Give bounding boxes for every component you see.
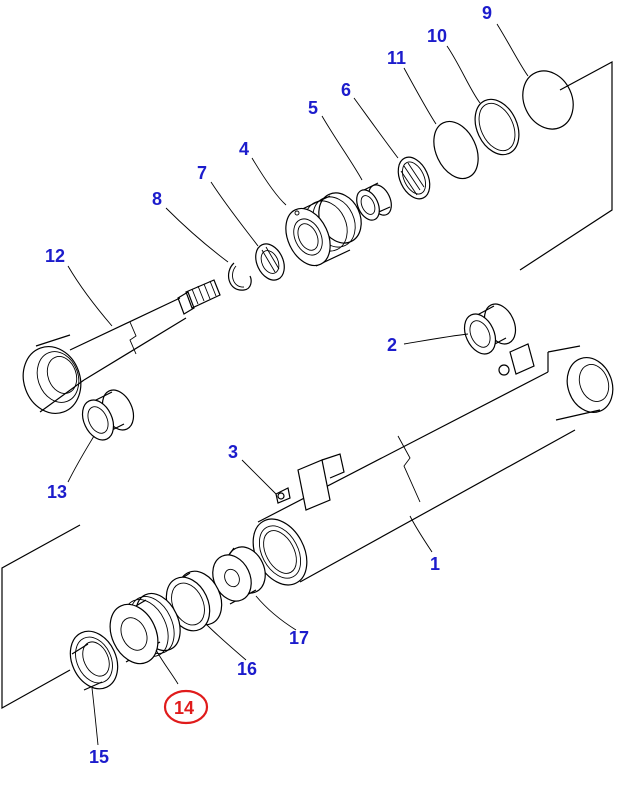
leader-1 <box>409 515 433 553</box>
label-13: 13 <box>47 482 67 502</box>
label-14: 14 <box>174 698 194 718</box>
part-3-grease-fitting <box>275 487 291 504</box>
leader-13 <box>67 435 95 483</box>
label-11: 11 <box>387 48 406 68</box>
part-6-wear-ring <box>397 156 431 200</box>
frame-bracket-top-right <box>519 60 613 271</box>
highlight-circle-14 <box>163 689 209 725</box>
leader-9 <box>496 23 529 77</box>
label-1: 1 <box>430 554 440 574</box>
label-3: 3 <box>228 442 238 462</box>
label-4: 4 <box>239 139 249 159</box>
label-5: 5 <box>308 98 318 118</box>
label-6: 6 <box>341 80 351 100</box>
label-17: 17 <box>289 628 309 648</box>
leader-11 <box>403 67 437 125</box>
part-8-snap-ring <box>227 262 252 291</box>
leader-17 <box>255 595 297 631</box>
label-16: 16 <box>237 659 257 679</box>
leader-5 <box>321 115 363 181</box>
label-8: 8 <box>152 189 162 209</box>
label-15: 15 <box>89 747 109 767</box>
part-1-cylinder-barrel <box>252 343 614 586</box>
part-4-cylinder-head <box>285 192 362 267</box>
leader-7 <box>210 181 259 247</box>
leader-14 <box>155 649 179 685</box>
part-14-piston <box>109 592 181 665</box>
part-7-packing <box>255 243 285 281</box>
part-13-bushing <box>81 389 135 441</box>
label-9: 9 <box>482 3 492 23</box>
part-2-bushing <box>463 303 517 355</box>
leader-lines <box>67 23 529 746</box>
part-5-bushing <box>356 182 392 221</box>
part-12-piston-rod <box>22 279 221 414</box>
leader-8 <box>165 207 229 263</box>
leader-4 <box>251 157 287 206</box>
part-9-oring <box>522 70 574 130</box>
part-10-backup-ring <box>474 98 520 156</box>
label-2: 2 <box>387 335 397 355</box>
label-12: 12 <box>45 246 65 266</box>
leader-16 <box>205 623 247 661</box>
leader-2 <box>403 333 469 345</box>
part-11-oring <box>433 120 479 180</box>
leader-15 <box>91 687 99 746</box>
label-10: 10 <box>427 26 447 46</box>
frame-bracket-bottom-left <box>1 524 81 710</box>
leader-12 <box>67 265 113 327</box>
leader-3 <box>241 459 277 495</box>
label-7: 7 <box>197 163 207 183</box>
part-15-seal <box>69 630 119 691</box>
leader-6 <box>353 97 399 159</box>
leader-10 <box>446 45 481 104</box>
